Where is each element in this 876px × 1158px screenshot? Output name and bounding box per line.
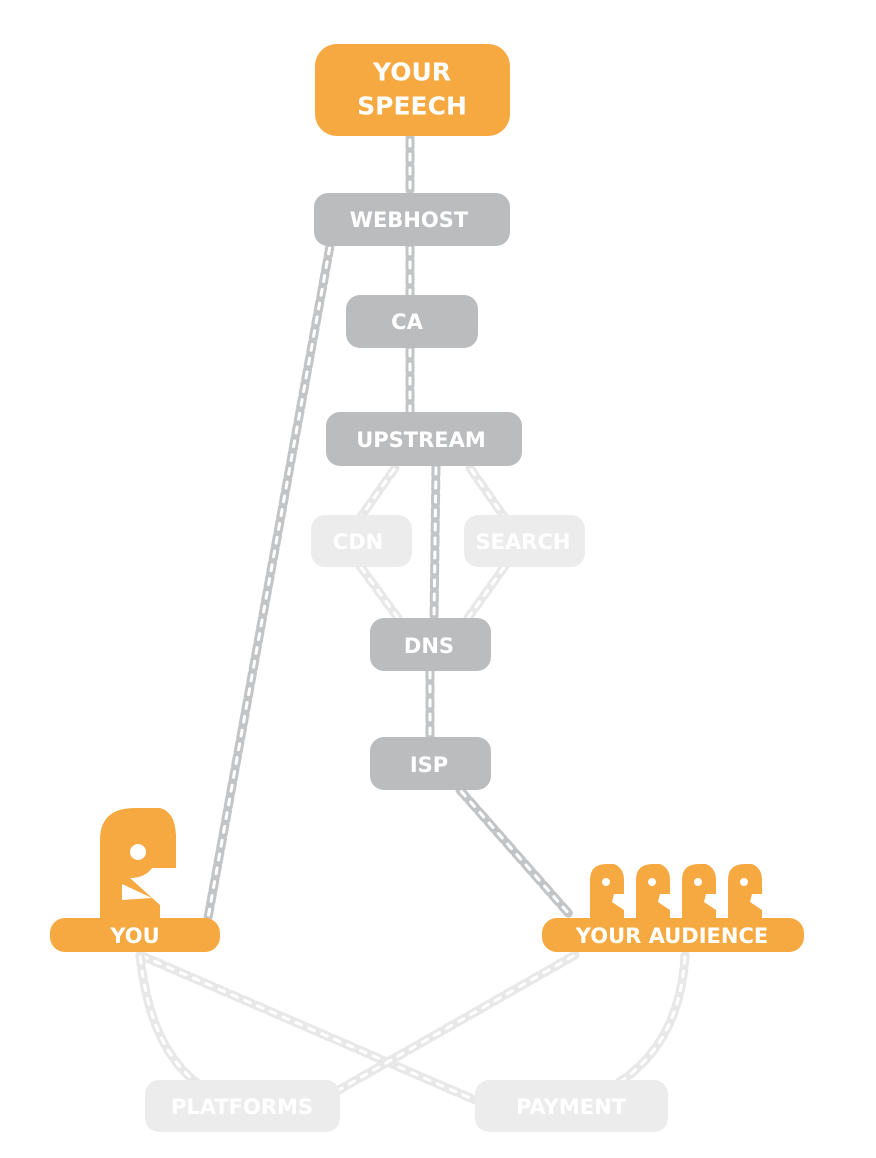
dns-label: DNS — [404, 634, 454, 658]
your-speech-label-line1: YOUR — [372, 58, 451, 87]
your-speech-label-line2: SPEECH — [357, 92, 467, 121]
your-audience-node: YOUR AUDIENCE — [542, 918, 804, 952]
chain-isp-to-audience — [455, 785, 575, 920]
cdn-label: CDN — [333, 530, 383, 554]
your-audience-label: YOUR AUDIENCE — [575, 924, 768, 948]
search-label: SEARCH — [476, 530, 571, 554]
webhost-node: WEBHOST — [314, 193, 510, 246]
audience-heads-icon — [590, 864, 762, 920]
search-node: SEARCH — [464, 515, 585, 567]
payment-node: PAYMENT — [475, 1080, 668, 1132]
platforms-label: PLATFORMS — [171, 1095, 313, 1119]
ca-label: CA — [391, 310, 423, 334]
isp-node: ISP — [370, 737, 491, 790]
platforms-node: PLATFORMS — [145, 1080, 340, 1132]
you-label: YOU — [109, 924, 159, 948]
upstream-label: UPSTREAM — [356, 428, 486, 452]
payment-label: PAYMENT — [516, 1095, 627, 1119]
dns-node: DNS — [370, 618, 491, 671]
cdn-node: CDN — [311, 515, 412, 567]
webhost-label: WEBHOST — [350, 208, 469, 232]
isp-label: ISP — [410, 753, 448, 777]
upstream-node: UPSTREAM — [326, 412, 522, 466]
you-node: YOU — [50, 918, 220, 952]
chain-audience-to-payment — [610, 950, 690, 1090]
ca-node: CA — [346, 295, 478, 348]
person-speaking-icon — [100, 808, 176, 920]
your-speech-node: YOUR SPEECH — [315, 44, 510, 136]
